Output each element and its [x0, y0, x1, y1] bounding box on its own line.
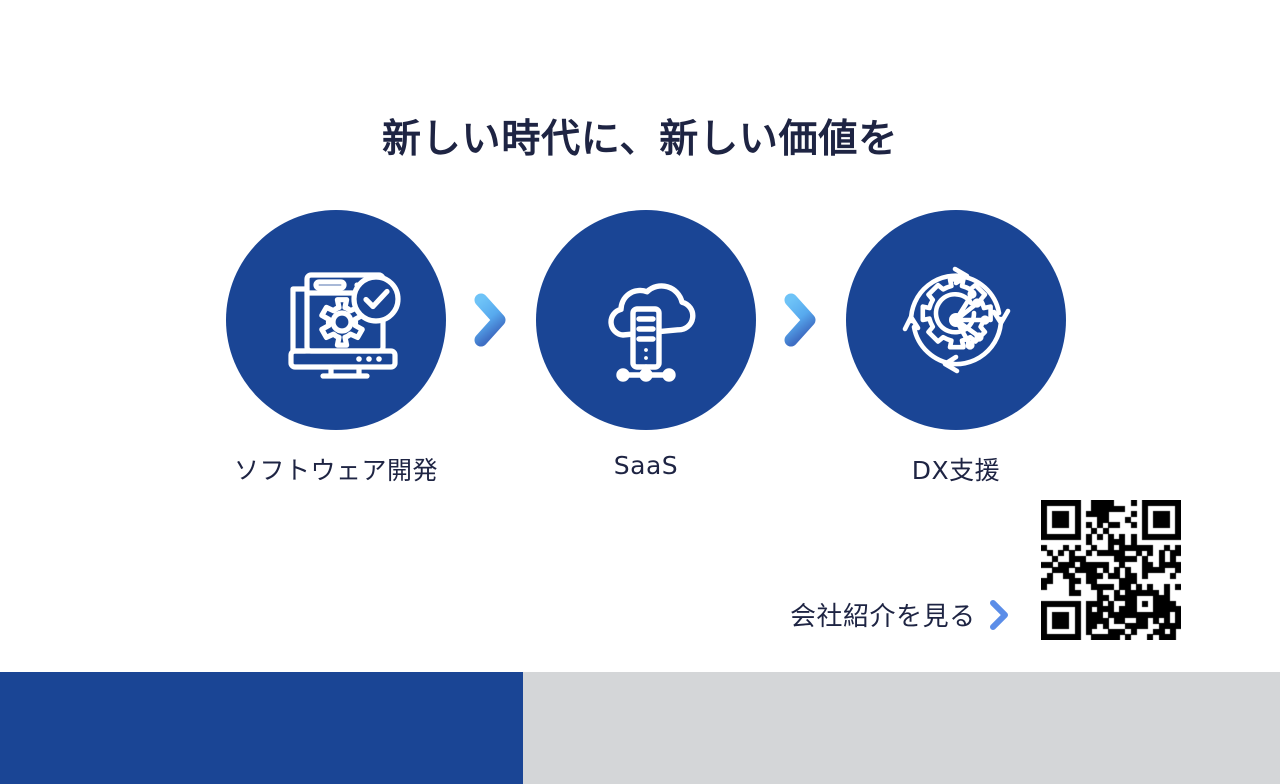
qr-canvas — [1041, 500, 1181, 640]
monitor-gear-check-icon — [288, 272, 401, 379]
step-2-circle — [536, 210, 756, 430]
company-profile-qr-code[interactable] — [1041, 500, 1181, 640]
step-3-label: DX支援 — [911, 456, 1001, 485]
chevron-right-icon — [474, 293, 506, 347]
footer-neutral-block — [523, 672, 1280, 784]
step-3-circle — [846, 210, 1066, 430]
step-dx-support[interactable]: DX支援 — [846, 210, 1066, 487]
cloud-server-icon — [608, 283, 696, 382]
cta-label: 会社紹介を見る — [790, 602, 976, 632]
step-software-development[interactable]: ソフトウェア開発 — [226, 210, 446, 487]
step-saas[interactable]: SaaS — [536, 210, 756, 480]
step-separator-1 — [471, 210, 511, 430]
step-2-label: SaaS — [613, 451, 679, 480]
gear-circuit-arrows-icon — [902, 266, 1011, 374]
chevron-right-icon — [986, 598, 1012, 632]
footer-accent-block — [0, 672, 523, 784]
step-1-circle — [226, 210, 446, 430]
company-profile-link[interactable]: 会社紹介を見る — [790, 596, 1012, 633]
footer-bar — [0, 672, 1280, 784]
service-steps-row: ソフトウェア開発 — [226, 210, 1066, 490]
page-title: 新しい時代に、新しい価値を — [382, 117, 898, 162]
chevron-right-icon — [784, 293, 816, 347]
step-1-label: ソフトウェア開発 — [233, 456, 438, 485]
step-separator-2 — [781, 210, 821, 430]
